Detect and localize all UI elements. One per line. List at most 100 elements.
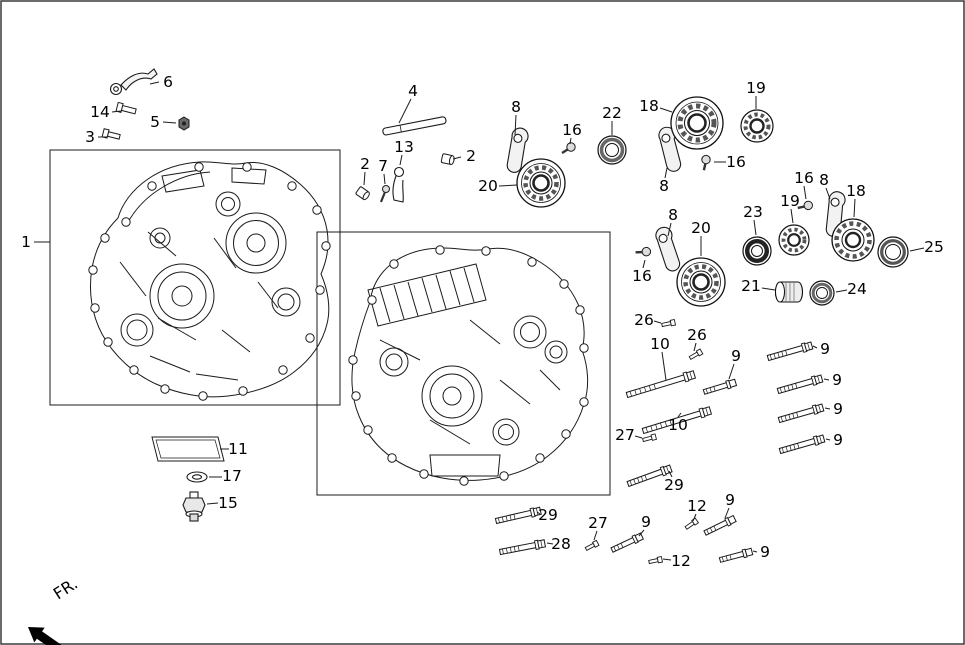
part-label-29a: 29	[664, 476, 684, 494]
part-12-screw-a	[683, 517, 699, 531]
part-26-screw-a	[660, 319, 676, 329]
part-17-washer	[186, 471, 208, 483]
part-label-25: 25	[924, 238, 944, 256]
leader-line-8c	[825, 187, 831, 200]
leader-line-16d	[642, 259, 646, 269]
leader-line-9h	[752, 550, 758, 553]
part-label-4: 4	[408, 82, 418, 100]
leader-line-29b	[536, 511, 541, 515]
left-crankcase-drawing	[88, 161, 331, 401]
part-23-seal	[742, 236, 772, 266]
part-3-bolt	[101, 128, 121, 140]
leader-line-9g	[638, 529, 645, 537]
part-19-bearing-b	[778, 224, 810, 256]
part-label-9h: 9	[760, 543, 770, 561]
part-label-27a: 27	[615, 426, 635, 444]
part-label-26b: 26	[687, 326, 707, 344]
part-6-cable-guide	[109, 68, 158, 96]
part-22-seal	[597, 135, 627, 165]
part-9-bolt-c	[776, 373, 824, 396]
part-label-11: 11	[228, 440, 248, 458]
leader-line-12b	[662, 558, 672, 561]
right-crankcase-drawing	[348, 245, 589, 486]
fr-direction-arrow: FR.	[28, 574, 81, 645]
leader-line-6	[149, 81, 160, 85]
part-label-24: 24	[847, 280, 867, 298]
part-12-screw-b	[647, 556, 663, 566]
part-label-13: 13	[394, 138, 414, 156]
leader-line-9c	[823, 378, 830, 381]
part-16-screw-b	[695, 152, 715, 172]
leader-line-21	[761, 287, 776, 291]
part-25-seal	[877, 236, 909, 268]
part-14-bolt	[115, 101, 137, 115]
part-label-12b: 12	[671, 552, 691, 570]
part-label-2a: 2	[360, 155, 370, 173]
part-9-bolt-b	[766, 340, 814, 363]
part-label-22: 22	[602, 104, 622, 122]
leader-line-8d	[667, 222, 672, 237]
part-label-20a: 20	[478, 177, 498, 195]
part-11-gasket	[151, 436, 225, 462]
part-10-bolt-a	[625, 369, 697, 400]
leader-line-12a	[692, 513, 697, 522]
leader-line-9e	[825, 438, 831, 441]
part-27-screw-a	[641, 433, 657, 444]
part-24-seal	[809, 280, 835, 306]
part-label-17: 17	[222, 467, 242, 485]
leader-line-28	[546, 542, 554, 545]
part-label-2b: 2	[466, 147, 476, 165]
leader-line-5	[162, 121, 177, 124]
part-label-21: 21	[741, 277, 761, 295]
part-label-15: 15	[218, 494, 238, 512]
leader-line-10a	[661, 351, 667, 381]
leader-line-8a	[514, 114, 517, 136]
part-label-18a: 18	[639, 97, 659, 115]
part-label-27b: 27	[588, 514, 608, 532]
part-label-16d: 16	[632, 267, 652, 285]
part-label-9a: 9	[731, 347, 741, 365]
part-label-5: 5	[150, 113, 160, 131]
leader-line-16a	[569, 137, 572, 145]
part-label-18b: 18	[846, 182, 866, 200]
part-13-bracket	[392, 166, 405, 203]
leader-line-9f	[724, 507, 730, 519]
part-2-plug-b	[440, 153, 456, 166]
part-20-bearing-a	[516, 158, 566, 208]
part-15-drain-bolt	[182, 491, 206, 522]
left-crankcase-box	[49, 149, 341, 406]
part-label-8a: 8	[511, 98, 521, 116]
part-16-screw-c	[796, 197, 815, 214]
part-29-bolt-b	[494, 505, 542, 526]
part-label-9d: 9	[833, 400, 843, 418]
part-label-29b: 29	[538, 506, 558, 524]
part-label-14: 14	[90, 103, 110, 121]
part-18-bearing-b	[831, 218, 875, 262]
part-label-9e: 9	[833, 431, 843, 449]
part-label-10b: 10	[668, 416, 688, 434]
part-label-9f: 9	[725, 491, 735, 509]
part-label-16c: 16	[794, 169, 814, 187]
part-label-12a: 12	[687, 497, 707, 515]
part-18-bearing-a	[670, 96, 724, 150]
leader-lines	[34, 81, 925, 561]
leader-line-29a	[668, 470, 673, 478]
leader-line-19b	[790, 208, 794, 224]
part-label-23: 23	[743, 203, 763, 221]
part-9-bolt-e	[778, 433, 826, 456]
leader-line-10b	[677, 412, 682, 418]
part-8-bracket-d	[653, 224, 682, 274]
part-4-rod	[382, 116, 447, 136]
part-label-16b: 16	[726, 153, 746, 171]
part-label-19b: 19	[780, 192, 800, 210]
part-label-9b: 9	[820, 340, 830, 358]
leader-line-26b	[693, 342, 697, 352]
part-label-8d: 8	[668, 206, 678, 224]
leader-line-18b	[853, 198, 856, 218]
part-label-19a: 19	[746, 79, 766, 97]
leader-line-15	[206, 502, 219, 505]
part-label-20b: 20	[691, 219, 711, 237]
